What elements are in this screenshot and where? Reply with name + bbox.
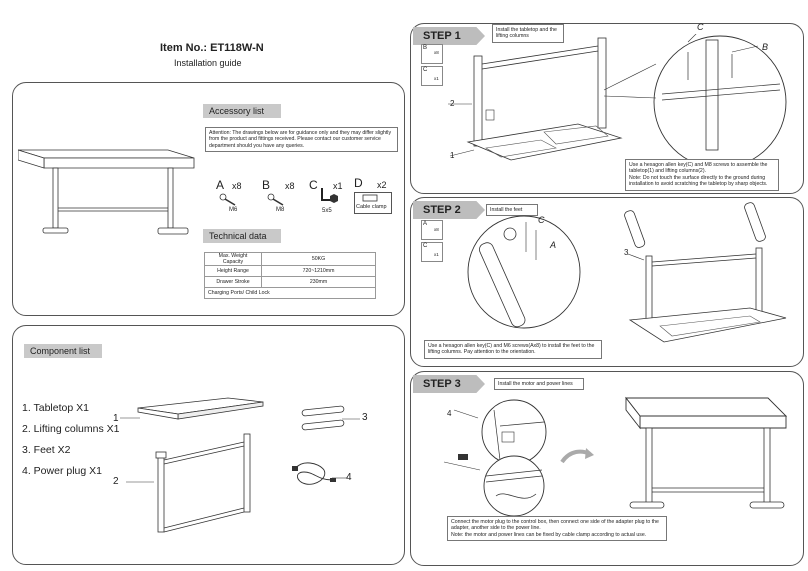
screw-m6-icon xyxy=(219,193,236,206)
step3-caption: Install the motor and power lines xyxy=(494,378,584,391)
step3-detail-circles xyxy=(443,399,547,517)
feet-drawing xyxy=(301,405,360,431)
step2-detail-circle xyxy=(467,215,581,329)
step2-note: Use a hexagon allen key(C) and M6 screws… xyxy=(424,340,602,359)
table-cell: 230mm xyxy=(261,276,376,288)
accessory-letter: B xyxy=(262,178,271,192)
step2-label: STEP 2 xyxy=(413,201,485,219)
accessory-label: 5x5 xyxy=(322,208,332,214)
component-item-columns: 2. Lifting columns X1 xyxy=(22,423,120,435)
part-letter: A xyxy=(423,221,428,227)
accessory-qty: x8 xyxy=(285,181,295,191)
step2-part-a xyxy=(421,220,443,240)
cable-clamp-box xyxy=(354,192,392,214)
part-qty: x1 xyxy=(434,252,439,257)
step1-caption: Install the tabletop and the lifting col… xyxy=(492,24,564,43)
part-qty: x8 xyxy=(434,50,439,55)
desk-illustration xyxy=(18,149,195,235)
accessory-qty: x8 xyxy=(232,181,242,191)
table-cell: Drawer Stroke xyxy=(204,276,262,288)
accessory-qty: x2 xyxy=(377,180,387,190)
step1-assembly-drawing xyxy=(448,37,623,161)
step1-part-b xyxy=(421,44,443,64)
attention-note: Attention: The drawings below are for gu… xyxy=(205,127,398,153)
accessory-qty: x1 xyxy=(333,181,343,191)
step3-label: STEP 3 xyxy=(413,375,485,393)
step1-detail-circle xyxy=(653,34,787,169)
table-row: Charging Ports/ Child Lock xyxy=(204,287,376,299)
page-subtitle: Installation guide xyxy=(174,58,242,68)
component-item-tabletop: 1. Tabletop X1 xyxy=(22,402,89,414)
allen-key-icon xyxy=(321,188,338,203)
part-qty: x8 xyxy=(434,227,439,232)
step2-callout-c: C xyxy=(538,215,545,225)
accessory-label: M6 xyxy=(229,207,238,213)
step1-callout-2: 2 xyxy=(450,99,455,108)
component-item-feet: 3. Feet X2 xyxy=(22,444,71,456)
component-heading: Component list xyxy=(24,344,102,358)
step1-callout-1: 1 xyxy=(450,151,455,160)
step3-callout-4: 4 xyxy=(447,409,452,418)
step2-part-c xyxy=(421,242,443,262)
component-item-plug: 4. Power plug X1 xyxy=(22,465,102,477)
accessory-label: M8 xyxy=(276,207,285,213)
callout-4: 4 xyxy=(346,472,352,483)
screw-m8-icon xyxy=(267,193,284,206)
table-cell: 50KG xyxy=(261,252,376,266)
table-cell: 720~1210mm xyxy=(261,265,376,277)
finished-desk-drawing xyxy=(625,396,788,509)
cable-clamp-icon xyxy=(362,194,378,202)
step2-callout-a: A xyxy=(550,240,557,250)
accessory-heading: Accessory list xyxy=(203,104,281,118)
component-panel xyxy=(12,325,405,565)
step1-part-c xyxy=(421,66,443,86)
step1-callout-c: C xyxy=(697,22,704,32)
step2-caption: Install the feet xyxy=(486,204,538,217)
power-plug-drawing xyxy=(292,462,348,485)
technical-heading: Technical data xyxy=(203,229,281,243)
tabletop-drawing xyxy=(120,397,264,420)
step1-note: Use a hexagon allen key(C) and M8 screws… xyxy=(625,159,779,191)
accessory-letter: C xyxy=(309,178,318,192)
part-qty: x1 xyxy=(434,76,439,81)
zoom-connector xyxy=(603,63,657,99)
step2-assembly-drawing xyxy=(624,202,787,343)
arrow-icon xyxy=(560,448,594,464)
part-letter: C xyxy=(423,67,428,73)
table-cell: Height Range xyxy=(204,265,262,277)
callout-2: 2 xyxy=(113,476,119,487)
callout-3: 3 xyxy=(362,412,368,423)
item-number: Item No.: ET118W-N xyxy=(160,42,264,54)
accessory-letter: A xyxy=(216,178,225,192)
part-letter: C xyxy=(423,243,428,249)
step1-callout-b: B xyxy=(762,42,769,52)
table-cell: Max. Weight Capacity xyxy=(204,252,262,266)
accessory-label: Cable clamp xyxy=(356,204,387,210)
table-cell: Charging Ports/ Child Lock xyxy=(204,287,376,299)
columns-drawing xyxy=(126,433,251,533)
callout-1: 1 xyxy=(113,413,119,424)
part-letter: B xyxy=(423,45,428,51)
accessory-letter: D xyxy=(354,176,363,190)
step3-note: Connect the motor plug to the control bo… xyxy=(447,516,667,542)
step2-callout-3: 3 xyxy=(624,248,629,257)
step1-label: STEP 1 xyxy=(413,27,485,45)
